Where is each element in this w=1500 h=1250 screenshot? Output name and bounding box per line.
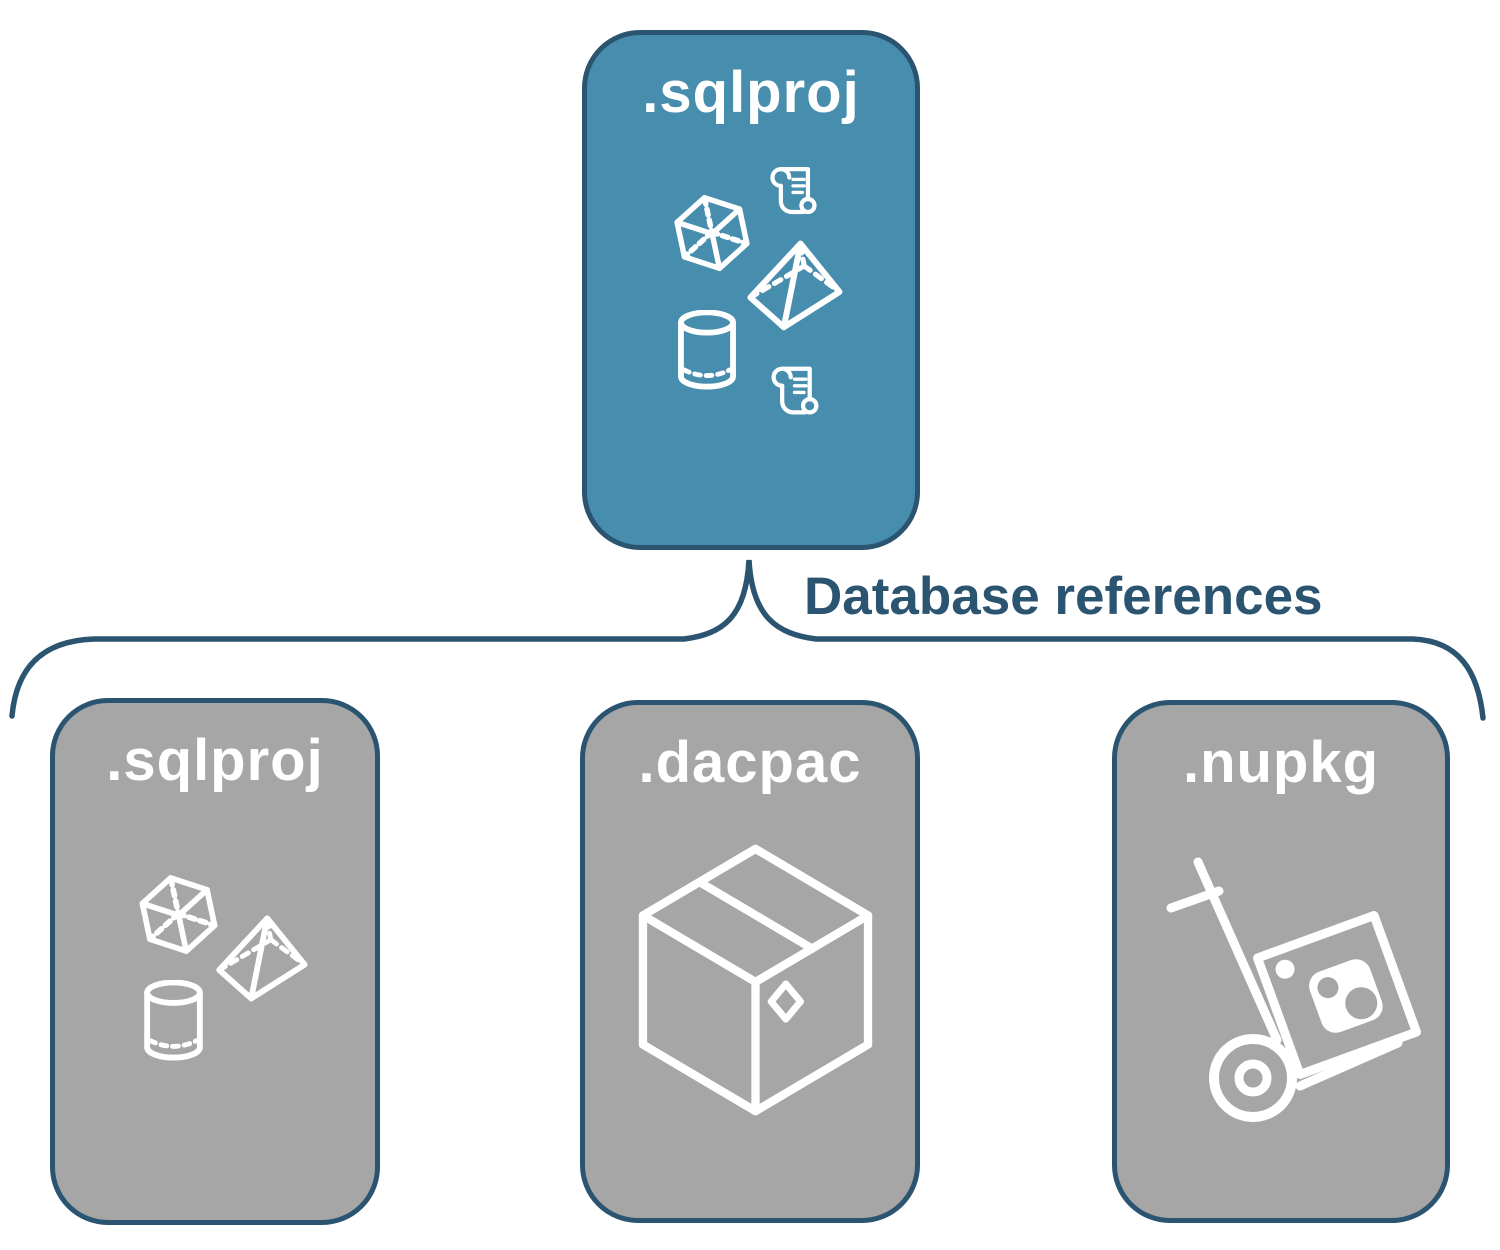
cube-icon bbox=[674, 194, 750, 272]
scroll-icon bbox=[770, 167, 817, 215]
card-child-nupkg: .nupkg bbox=[1112, 700, 1450, 1223]
database-cylinder-icon bbox=[678, 310, 736, 390]
database-cylinder-icon bbox=[144, 980, 203, 1061]
pyramid-icon bbox=[216, 915, 308, 1002]
cube-icon bbox=[139, 875, 218, 954]
pyramid-icon bbox=[747, 240, 843, 331]
card-child-dacpac-label: .dacpac bbox=[638, 730, 862, 795]
card-root-sqlproj: .sqlproj bbox=[582, 30, 920, 550]
card-child-sqlproj-label: .sqlproj bbox=[106, 728, 324, 793]
hand-truck-package-icon bbox=[1166, 857, 1421, 1122]
package-box-icon bbox=[638, 844, 873, 1116]
card-child-nupkg-label: .nupkg bbox=[1182, 730, 1380, 795]
connector-label: Database references bbox=[804, 567, 1323, 626]
card-root-label: .sqlproj bbox=[642, 60, 860, 125]
card-child-dacpac: .dacpac bbox=[580, 700, 920, 1223]
card-child-sqlproj: .sqlproj bbox=[50, 698, 380, 1225]
scroll-icon bbox=[771, 366, 819, 415]
